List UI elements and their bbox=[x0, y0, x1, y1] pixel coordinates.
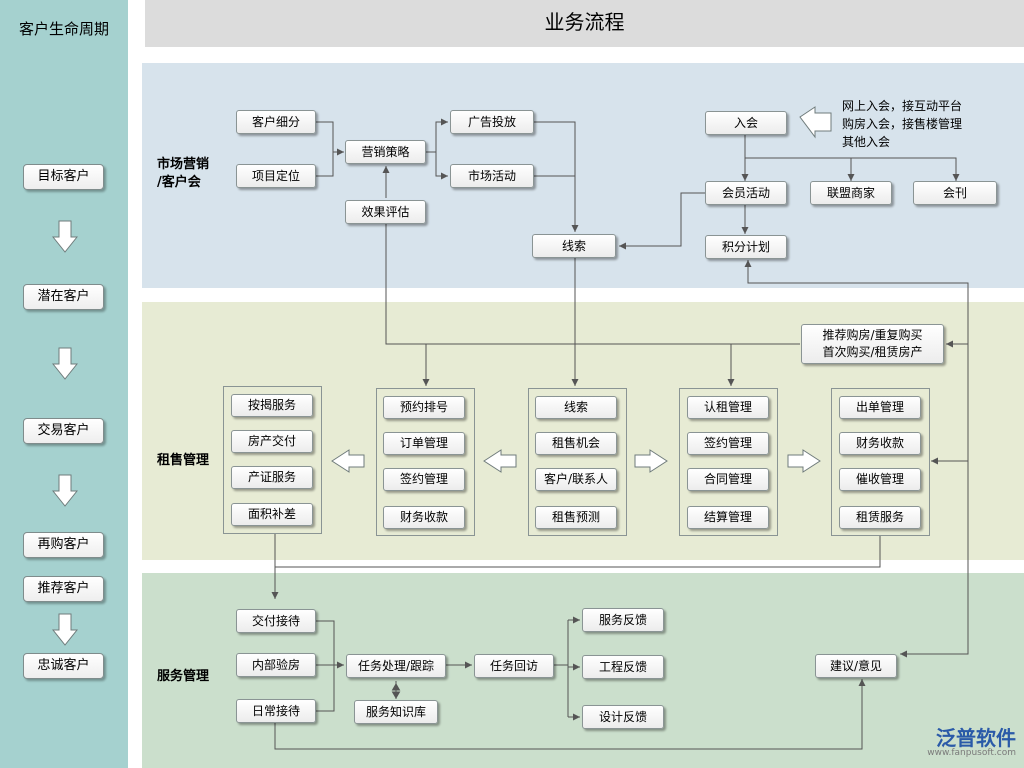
brand-logo: 泛普软件 www.fanpusoft.com bbox=[927, 722, 1016, 758]
billing-group bbox=[831, 388, 930, 536]
collection-management-box[interactable]: 催收管理 bbox=[839, 468, 921, 491]
points-plan-box[interactable]: 积分计划 bbox=[705, 235, 787, 259]
leasing-label: 租售管理 bbox=[157, 453, 210, 468]
lifecycle-sidebar: 客户生命周期 目标客户 潜在客户 交易客户 再购客户 推荐客户 忠诚客户 bbox=[0, 0, 128, 768]
journal-box[interactable]: 会刊 bbox=[913, 181, 997, 205]
stage-target-customer[interactable]: 目标客户 bbox=[23, 164, 104, 190]
alliance-merchant-box[interactable]: 联盟商家 bbox=[810, 181, 892, 205]
billing-management-box[interactable]: 出单管理 bbox=[839, 396, 921, 419]
delivery-reception-box[interactable]: 交付接待 bbox=[236, 609, 316, 633]
task-processing-box[interactable]: 任务处理/跟踪 bbox=[346, 654, 446, 678]
finance-receipt-box-2[interactable]: 财务收款 bbox=[839, 432, 921, 455]
page-title: 业务流程 bbox=[145, 0, 1024, 47]
rental-service-box[interactable]: 租赁服务 bbox=[839, 506, 921, 529]
sales-opportunity-box[interactable]: 租售机会 bbox=[535, 432, 617, 455]
marketing-label: 市场营销 /客户会 bbox=[157, 157, 210, 190]
effect-evaluation-box[interactable]: 效果评估 bbox=[345, 200, 426, 224]
join-note-online: 网上入会，接互动平台 bbox=[842, 99, 963, 113]
member-activity-box[interactable]: 会员活动 bbox=[705, 181, 787, 205]
stage-deal-customer[interactable]: 交易客户 bbox=[23, 418, 104, 444]
rental-application-box[interactable]: 认租管理 bbox=[687, 396, 769, 419]
down-arrow-icon bbox=[52, 613, 78, 646]
join-note-other: 其他入会 bbox=[842, 135, 891, 149]
stage-referral-customer[interactable]: 推荐客户 bbox=[23, 576, 104, 602]
contract-management-box[interactable]: 合同管理 bbox=[687, 468, 769, 491]
task-follow-up-box[interactable]: 任务回访 bbox=[474, 654, 554, 678]
sales-order-group bbox=[376, 388, 475, 536]
customer-segment-box[interactable]: 客户细分 bbox=[236, 110, 316, 134]
service-feedback-box[interactable]: 服务反馈 bbox=[582, 608, 664, 632]
signing-management-box[interactable]: 签约管理 bbox=[383, 468, 465, 491]
opportunity-group bbox=[528, 388, 627, 536]
suggestions-box[interactable]: 建议/意见 bbox=[815, 654, 897, 678]
stage-repurchase-customer[interactable]: 再购客户 bbox=[23, 532, 104, 558]
internal-inspection-box[interactable]: 内部验房 bbox=[236, 653, 316, 677]
marketing-strategy-box[interactable]: 营销策略 bbox=[345, 140, 426, 164]
engineering-feedback-box[interactable]: 工程反馈 bbox=[582, 655, 664, 679]
rental-signing-box[interactable]: 签约管理 bbox=[687, 432, 769, 455]
logo-url: www.fanpusoft.com bbox=[927, 748, 1016, 758]
property-delivery-box[interactable]: 房产交付 bbox=[231, 430, 313, 453]
sales-forecast-box[interactable]: 租售预测 bbox=[535, 506, 617, 529]
settlement-management-box[interactable]: 结算管理 bbox=[687, 506, 769, 529]
rental-group bbox=[679, 388, 778, 536]
customer-contact-box[interactable]: 客户/联系人 bbox=[535, 468, 617, 491]
leads-box-2[interactable]: 线索 bbox=[535, 396, 617, 419]
design-feedback-box[interactable]: 设计反馈 bbox=[582, 705, 664, 729]
daily-reception-box[interactable]: 日常接待 bbox=[236, 699, 316, 723]
leads-box[interactable]: 线索 bbox=[532, 234, 616, 258]
finance-receipt-box[interactable]: 财务收款 bbox=[383, 506, 465, 529]
stage-potential-customer[interactable]: 潜在客户 bbox=[23, 284, 104, 310]
join-club-box[interactable]: 入会 bbox=[705, 111, 787, 135]
stage-loyal-customer[interactable]: 忠诚客户 bbox=[23, 653, 104, 679]
down-arrow-icon bbox=[52, 347, 78, 380]
service-label: 服务管理 bbox=[157, 669, 210, 684]
ad-placement-box[interactable]: 广告投放 bbox=[450, 110, 534, 134]
reservation-box[interactable]: 预约排号 bbox=[383, 396, 465, 419]
down-arrow-icon bbox=[52, 220, 78, 253]
sidebar-title: 客户生命周期 bbox=[18, 20, 109, 38]
down-arrow-icon bbox=[52, 474, 78, 507]
market-activity-box[interactable]: 市场活动 bbox=[450, 164, 534, 188]
logo-name: 泛普软件 bbox=[936, 726, 1016, 750]
project-position-box[interactable]: 项目定位 bbox=[236, 164, 316, 188]
mortgage-service-box[interactable]: 按揭服务 bbox=[231, 394, 313, 417]
join-note-purchase: 购房入会，接售楼管理 bbox=[842, 117, 963, 131]
purchase-types-box[interactable]: 推荐购房/重复购买 首次购买/租赁房产 bbox=[801, 324, 944, 364]
knowledge-base-box[interactable]: 服务知识库 bbox=[354, 700, 438, 724]
area-adjustment-box[interactable]: 面积补差 bbox=[231, 503, 313, 526]
title-certificate-box[interactable]: 产证服务 bbox=[231, 466, 313, 489]
after-sales-group bbox=[223, 386, 322, 534]
order-management-box[interactable]: 订单管理 bbox=[383, 432, 465, 455]
